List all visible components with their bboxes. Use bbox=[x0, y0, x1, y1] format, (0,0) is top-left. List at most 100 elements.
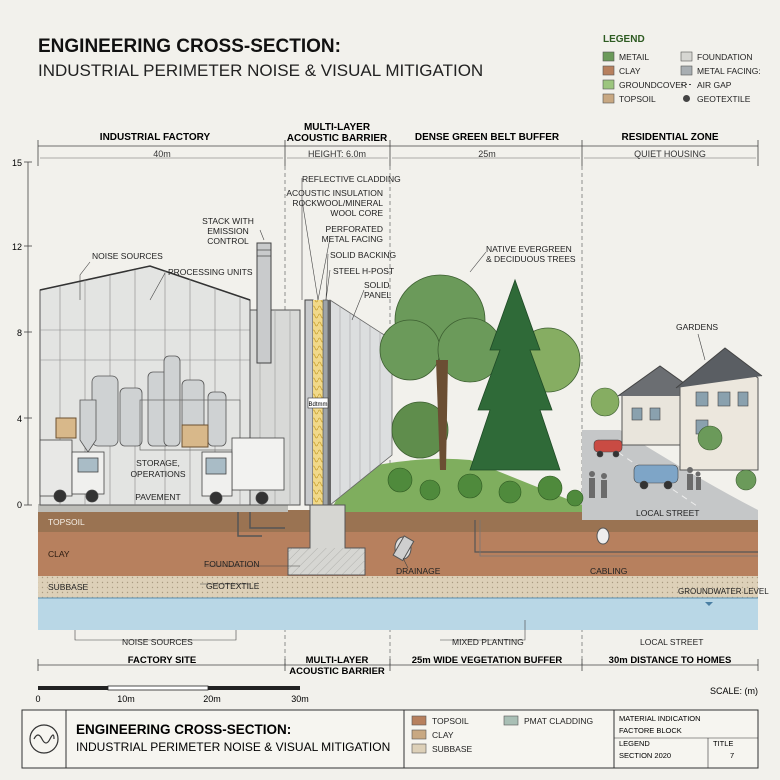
callout-geotextile: GEOTEXTILE bbox=[206, 581, 260, 591]
zone-factory-width: 40m bbox=[153, 149, 171, 159]
tb-key-swatch bbox=[411, 743, 427, 754]
evergreen-tree bbox=[469, 278, 561, 471]
scale-label-0: 0 bbox=[35, 694, 40, 704]
zone-barrier-width: HEIGHT: 6.0m bbox=[308, 149, 366, 159]
legend-label: TOPSOIL bbox=[619, 94, 656, 104]
legend-label: CLAY bbox=[619, 66, 641, 76]
car-red bbox=[593, 439, 623, 458]
scale-bar: 0 10m 20m 30m SCALE: (m) bbox=[35, 685, 758, 704]
tb-section: SECTION 2020 bbox=[619, 751, 671, 760]
topsoil-layer bbox=[38, 510, 758, 532]
callout-noise-sources: NOISE SOURCES bbox=[92, 251, 163, 261]
callout-noise-sources-bottom: NOISE SOURCES bbox=[122, 637, 193, 647]
legend-swatch bbox=[602, 93, 615, 104]
axis-tick-0: 0 bbox=[17, 500, 22, 510]
axis-tick-4: 4 bbox=[17, 414, 22, 424]
bottom-zone-residential: 30m DISTANCE TO HOMES bbox=[609, 655, 732, 666]
legend: LEGEND METAIL FOUNDATION CLAY METAL FACING:… bbox=[602, 34, 761, 104]
pedestrians bbox=[589, 467, 701, 498]
zone-residential-width: QUIET HOUSING bbox=[634, 149, 706, 159]
scale-label-30: 30m bbox=[291, 694, 309, 704]
scale-label-10: 10m bbox=[117, 694, 135, 704]
signal-logo-icon bbox=[29, 724, 59, 754]
legend-item-clay: CLAY bbox=[602, 65, 641, 76]
callout-groundwater: GROUNDWATER LEVEL bbox=[678, 587, 769, 596]
tb-key-swatch bbox=[411, 715, 427, 726]
callout-topsoil: TOPSOIL bbox=[48, 517, 85, 527]
tb-key-item: CLAY bbox=[411, 729, 454, 740]
legend-swatch bbox=[602, 51, 615, 62]
elevation-axis: 15 12 8 4 0 bbox=[12, 158, 32, 510]
callout-reflective-cladding: REFLECTIVE CLADDING bbox=[302, 174, 401, 184]
green-belt-trees bbox=[379, 274, 584, 507]
tb-legend: LEGEND bbox=[619, 739, 650, 748]
cabling-conduit-icon bbox=[596, 527, 610, 545]
geotextile-icon bbox=[683, 95, 690, 102]
legend-swatch bbox=[602, 65, 615, 76]
callout-drainage: DRAINAGE bbox=[396, 566, 441, 576]
legend-label: GROUNDCOVER bbox=[619, 80, 687, 90]
tb-key-swatch bbox=[411, 729, 427, 740]
title-block: ENGINEERING CROSS-SECTION: INDUSTRIAL PE… bbox=[21, 709, 759, 769]
legend-item-groundcover: GROUNDCOVER bbox=[602, 79, 687, 90]
callout-steel-h-post: STEEL H-POST bbox=[333, 266, 394, 276]
zone-residential-name: RESIDENTIAL ZONE bbox=[621, 132, 718, 143]
car-blue bbox=[633, 464, 679, 490]
callout-gardens: GARDENS bbox=[676, 322, 718, 332]
legend-item-metail: METAIL bbox=[602, 51, 649, 62]
drawing-title: ENGINEERING CROSS-SECTION: INDUSTRIAL PE… bbox=[38, 36, 483, 80]
residential-houses bbox=[589, 347, 763, 498]
axis-tick-8: 8 bbox=[17, 328, 22, 338]
scale-unit: SCALE: (m) bbox=[710, 686, 758, 696]
industrial-factory bbox=[39, 242, 301, 506]
legend-swatch bbox=[602, 79, 615, 90]
zone-buffer-name: DENSE GREEN BELT BUFFER bbox=[415, 132, 560, 143]
legend-label: GEOTEXTILE bbox=[697, 94, 751, 104]
title-block-line-1: ENGINEERING CROSS-SECTION: bbox=[76, 722, 291, 737]
callout-processing-units: PROCESSING UNITS bbox=[168, 267, 253, 277]
callout-solid-backing: SOLID BACKING bbox=[330, 250, 396, 260]
tb-key-swatch bbox=[503, 715, 519, 726]
tb-title: TITLE bbox=[713, 739, 733, 748]
panel-tag: Bdtmm bbox=[308, 402, 327, 408]
callout-local-street: LOCAL STREET bbox=[636, 508, 699, 518]
legend-item-geotextile: GEOTEXTILE bbox=[683, 94, 751, 104]
callout-pavement: PAVEMENT bbox=[135, 492, 181, 502]
legend-label: AIR GAP bbox=[697, 80, 732, 90]
tb-factore: FACTORE BLOCK bbox=[619, 726, 682, 735]
callout-local-street-bottom: LOCAL STREET bbox=[640, 637, 703, 647]
tb-key-label: PMAT CLADDING bbox=[524, 716, 593, 726]
legend-label: METAL FACING: bbox=[697, 66, 761, 76]
emission-stack bbox=[256, 242, 272, 364]
legend-item-topsoil: TOPSOIL bbox=[602, 93, 656, 104]
leader-lines bbox=[74, 178, 706, 641]
tb-key-label: CLAY bbox=[432, 730, 454, 740]
bottom-zone-factory: FACTORY SITE bbox=[128, 655, 196, 666]
ground-strata bbox=[38, 430, 758, 630]
truck-right bbox=[201, 437, 285, 505]
legend-item-air-gap: AIR GAP bbox=[681, 80, 732, 90]
callout-mixed-planting: MIXED PLANTING bbox=[452, 637, 524, 647]
title-block-line-2: INDUSTRIAL PERIMETER NOISE & VISUAL MITI… bbox=[76, 740, 390, 754]
callout-native-trees: NATIVE EVERGREEN& DECIDUOUS TREES bbox=[486, 244, 576, 264]
tb-key-label: TOPSOIL bbox=[432, 716, 469, 726]
title-line-1: ENGINEERING CROSS-SECTION: bbox=[38, 36, 341, 57]
legend-item-metal-facing: METAL FACING: bbox=[680, 65, 761, 76]
legend-swatch bbox=[680, 51, 693, 62]
legend-heading: LEGEND bbox=[603, 34, 645, 45]
title-line-2: INDUSTRIAL PERIMETER NOISE & VISUAL MITI… bbox=[38, 61, 483, 80]
legend-swatch bbox=[680, 65, 693, 76]
zone-factory-name: INDUSTRIAL FACTORY bbox=[100, 132, 211, 143]
acoustic-barrier: Bdtmm bbox=[287, 299, 393, 576]
callout-foundation: FOUNDATION bbox=[204, 559, 260, 569]
truck-left bbox=[39, 439, 105, 503]
legend-label: FOUNDATION bbox=[697, 52, 753, 62]
